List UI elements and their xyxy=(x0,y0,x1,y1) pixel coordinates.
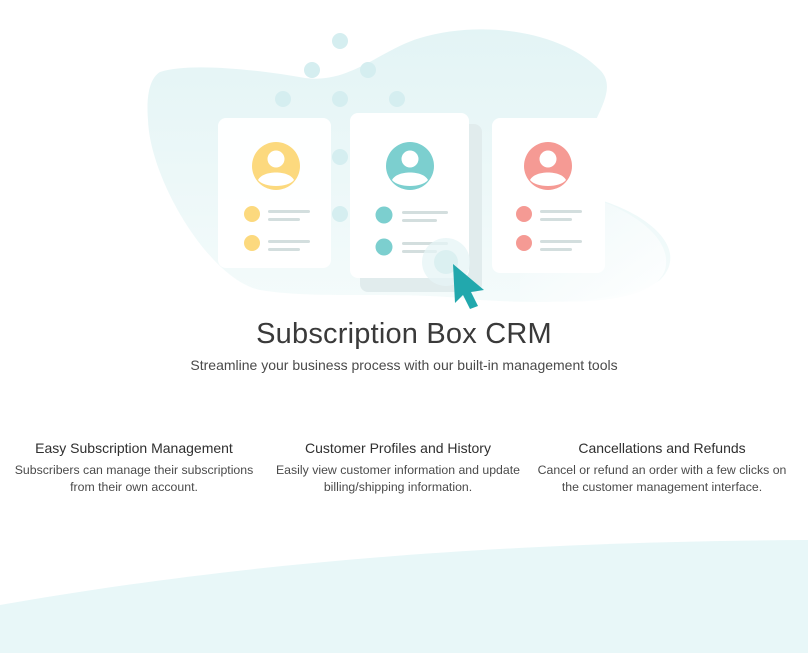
profile-card-coral xyxy=(492,118,605,273)
feature-description: Subscribers can manage their subscriptio… xyxy=(14,463,254,494)
feature-title: Easy Subscription Management xyxy=(35,440,233,456)
decorative-dots xyxy=(275,33,405,222)
hero-illustration xyxy=(0,0,808,320)
bottom-wave-decoration xyxy=(0,540,808,653)
cursor-icon xyxy=(422,238,484,309)
page-title: Subscription Box CRM xyxy=(256,318,552,350)
feature-customer-profiles-history: Customer Profiles and History Easily vie… xyxy=(263,438,533,496)
page-subtitle: Streamline your business process with ou… xyxy=(190,357,618,373)
feature-title: Cancellations and Refunds xyxy=(578,440,746,456)
crm-illustration xyxy=(147,29,671,309)
profile-card-yellow xyxy=(218,118,331,268)
feature-description: Easily view customer information and upd… xyxy=(275,463,520,494)
feature-title: Customer Profiles and History xyxy=(305,440,491,456)
feature-cancellations-refunds: Cancellations and Refunds Cancel or refu… xyxy=(527,438,797,496)
feature-description: Cancel or refund an order with a few cli… xyxy=(537,463,787,494)
feature-easy-subscription-management: Easy Subscription Management Subscribers… xyxy=(0,438,268,496)
